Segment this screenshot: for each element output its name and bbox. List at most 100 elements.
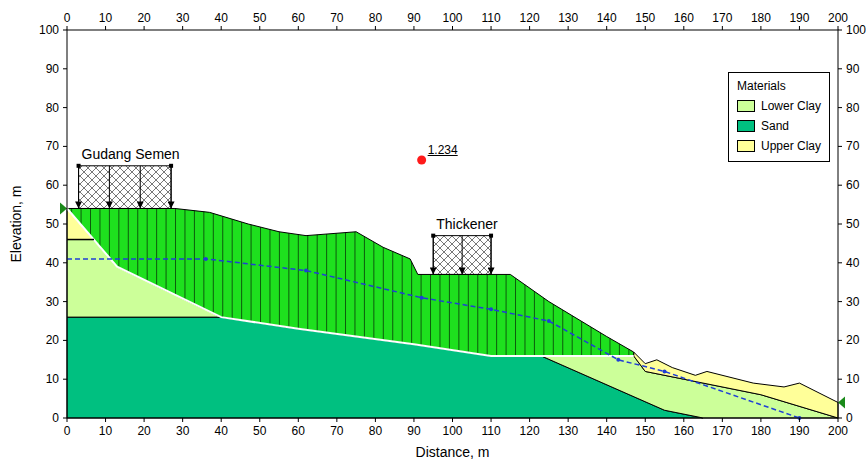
axis-tick-label: 20 [46, 334, 59, 346]
axis-tick-label: 20 [137, 12, 150, 24]
slice-line [430, 274, 431, 346]
slice-line [572, 316, 573, 356]
slice-line [99, 208, 100, 246]
safety-factor: 1.234 [428, 144, 458, 156]
axis-tick-label: 60 [846, 179, 859, 191]
axis-tick-label: 0 [846, 412, 853, 424]
tick [182, 26, 183, 30]
tick [63, 146, 67, 147]
axis-tick-label: 70 [330, 12, 343, 24]
axis-tick-label: 70 [846, 140, 859, 152]
slice-line [609, 338, 610, 356]
tick [63, 340, 67, 341]
load-arrow [491, 236, 492, 275]
tick [760, 26, 761, 30]
axis-tick-label: 130 [558, 425, 578, 437]
axis-tick-label: 150 [635, 12, 655, 24]
load-arrow [171, 166, 172, 209]
axis-tick-label: 40 [46, 257, 59, 269]
upper-clay-layer [634, 352, 838, 418]
tick [799, 26, 800, 30]
tick [529, 418, 530, 422]
slice-line [175, 209, 176, 295]
tick [799, 418, 800, 422]
slice-line [279, 232, 280, 326]
piezometric-line [67, 259, 799, 418]
axis-tick-label: 30 [176, 425, 189, 437]
slice-line [373, 242, 374, 339]
tick [63, 262, 67, 263]
legend-entry: Upper Clay [737, 139, 821, 153]
axis-tick-label: 100 [39, 24, 59, 36]
load-corner [489, 234, 493, 238]
tick [221, 26, 222, 30]
axis-tick-label: 90 [846, 63, 859, 75]
axis-tick-label: 160 [674, 425, 694, 437]
slip-center [417, 155, 426, 164]
axis-tick-label: 110 [481, 425, 500, 437]
tick [63, 224, 67, 225]
tick [63, 301, 67, 302]
tick [375, 418, 376, 422]
slice-line [553, 304, 554, 356]
slice-line [439, 274, 440, 348]
tick [722, 26, 723, 30]
tick [838, 26, 839, 30]
slice-line [147, 208, 148, 281]
surface-load [79, 166, 172, 209]
axis-tick-label: 200 [828, 425, 848, 437]
axis-tick-label: 70 [46, 140, 59, 152]
axis-tick-label: 100 [442, 425, 462, 437]
boundary-marker [838, 396, 845, 408]
tick [63, 418, 67, 419]
piezometric-point [616, 358, 620, 362]
tick [259, 26, 260, 30]
slice-line [591, 327, 592, 356]
legend-swatch [737, 140, 755, 152]
piezometric-point [420, 296, 424, 300]
tick [298, 418, 299, 422]
axis-tick-label: 50 [253, 425, 266, 437]
sliding-mass [67, 208, 634, 355]
slice-line [392, 251, 393, 341]
load-label: Thickener [436, 216, 497, 232]
legend-title: Materials [737, 79, 821, 93]
surface-load [433, 236, 491, 275]
tick [67, 418, 68, 422]
axis-tick-label: 110 [481, 12, 500, 24]
axis-tick-label: 120 [520, 425, 540, 437]
axis-tick-label: 10 [846, 373, 859, 385]
axis-tick-label: 40 [215, 12, 228, 24]
slice-line [364, 237, 365, 338]
slice-line [203, 212, 204, 309]
axis-tick-label: 170 [712, 425, 732, 437]
tick [838, 30, 842, 31]
tick [259, 418, 260, 422]
slice-line [449, 274, 450, 349]
axis-tick-label: 50 [253, 12, 266, 24]
axis-title: Distance, m [416, 445, 490, 459]
tick [568, 26, 569, 30]
slice-line [468, 274, 469, 352]
tick [529, 26, 530, 30]
axis-tick-label: 80 [46, 102, 59, 114]
tick [221, 418, 222, 422]
slice-line [506, 274, 507, 355]
slice-line [269, 229, 270, 324]
axis-tick-label: 100 [846, 24, 866, 36]
axis-tick-label: 30 [46, 296, 59, 308]
axis-tick-label: 0 [64, 12, 71, 24]
piezometric-point [547, 319, 551, 323]
axis-tick-label: 0 [52, 412, 59, 424]
axis-tick-label: 50 [846, 218, 859, 230]
slice-line [260, 227, 261, 323]
slice-line [81, 208, 82, 224]
slice-line [562, 310, 563, 356]
slice-line [194, 211, 195, 304]
slice-line [251, 225, 252, 322]
tick [838, 224, 842, 225]
tick [491, 26, 492, 30]
slice-line [524, 285, 525, 356]
boundary-marker [60, 202, 67, 214]
tick [606, 26, 607, 30]
